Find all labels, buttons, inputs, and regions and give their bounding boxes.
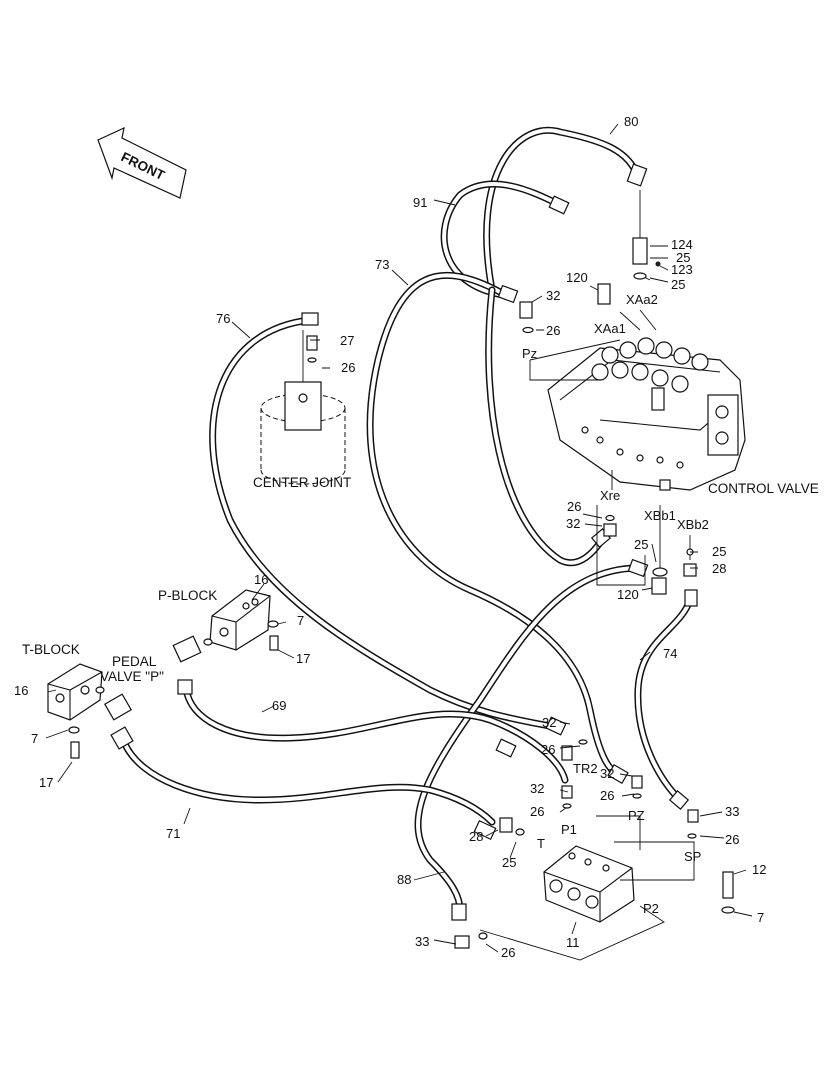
label-pedal-valve-1: PEDAL [112,654,157,669]
pn-7-b: 7 [31,731,38,746]
pn-32-b: 32 [566,516,580,531]
center-joint [260,330,346,485]
pn-16-b: 16 [14,683,28,698]
pn-26-h: 26 [501,945,515,960]
pn-33-b: 33 [415,934,429,949]
port-tr2: TR2 [573,761,598,776]
pn-32-e: 32 [530,781,544,796]
pn-26-b: 26 [341,360,355,375]
pn-28-b: 28 [469,829,483,844]
hose-fittings [110,163,698,921]
pn-17-a: 17 [296,651,310,666]
pn-124: 124 [671,237,693,252]
pn-26-e: 26 [600,788,614,803]
pn-32-d: 32 [600,766,614,781]
port-xre: Xre [600,488,620,503]
pn-74: 74 [663,646,677,661]
pn-25-a: 25 [676,250,690,265]
pn-7-c: 7 [757,910,764,925]
pn-7-a: 7 [297,613,304,628]
pn-25-e: 25 [502,855,516,870]
port-pz-bottom: PZ [628,808,645,823]
pilot-block [454,739,735,961]
pn-26-f: 26 [530,804,544,819]
pn-26-c: 26 [567,499,581,514]
pn-88: 88 [397,872,411,887]
label-t-block: T-BLOCK [22,642,80,657]
port-pz-top: Pz [522,346,537,361]
pn-120-b: 120 [617,587,639,602]
hose-88 [414,564,640,914]
pn-17-b: 17 [39,775,53,790]
control-valve [547,337,746,491]
pn-76: 76 [216,311,230,326]
t-block [47,663,132,759]
port-t: T [537,836,545,851]
hose-73 [366,271,622,779]
port-xaa1: XAa1 [594,321,626,336]
pn-69: 69 [272,698,286,713]
pn-91: 91 [413,195,427,210]
pn-25-d: 25 [712,544,726,559]
hose-80 [483,126,642,294]
port-p2: P2 [643,901,659,916]
pn-26-d: 26 [541,742,555,757]
port-xbb2: XBb2 [677,517,709,532]
pn-12: 12 [752,862,766,877]
pn-16-a: 16 [254,572,268,587]
hose-80-lower [485,286,606,566]
port-p1: P1 [561,822,577,837]
pn-33-a: 33 [725,804,739,819]
hose-69 [182,684,569,784]
label-control-valve: CONTROL VALVE [708,481,819,496]
pn-32-c: 32 [542,715,556,730]
pn-71: 71 [166,826,180,841]
label-pedal-valve-2: VALVE "P" [100,669,164,684]
pn-25-c: 25 [634,537,648,552]
hose-74 [634,596,694,804]
pn-11: 11 [566,935,580,950]
pn-120-a: 120 [566,270,588,285]
pn-123: 123 [671,262,693,277]
hose-71 [120,738,496,826]
pn-80: 80 [624,114,638,129]
pn-25-b: 25 [671,277,685,292]
front-arrow: FRONT [97,126,187,199]
pn-27: 27 [340,333,354,348]
pn-26-a: 26 [546,323,560,338]
p-block [172,589,279,663]
port-xbb1: XBb1 [644,508,676,523]
pn-73: 73 [375,257,389,272]
pn-32-a: 32 [546,288,560,303]
pn-26-g: 26 [725,832,739,847]
pn-28-a: 28 [712,561,726,576]
label-center-joint: CENTER JOINT [253,475,351,490]
hose-76 [209,316,564,732]
port-xaa2: XAa2 [626,292,658,307]
port-sp: SP [684,849,701,864]
label-p-block: P-BLOCK [158,588,217,603]
